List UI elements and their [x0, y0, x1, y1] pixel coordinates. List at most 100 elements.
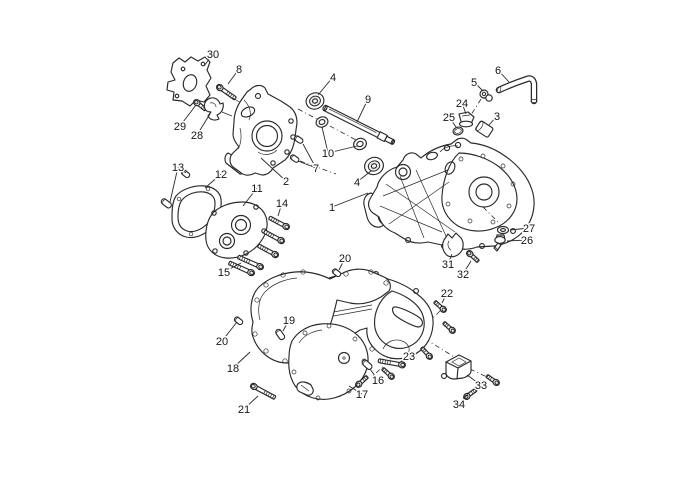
callout-leader-12 — [204, 173, 222, 189]
callout-label-10: 10 — [322, 148, 334, 160]
callout-label-5: 5 — [471, 77, 477, 89]
callout-leader-1 — [331, 192, 369, 208]
callout-leader-7 — [302, 143, 317, 169]
callout-leader-16 — [369, 368, 379, 381]
part-21-bolt — [248, 381, 278, 401]
callout-label-28: 28 — [191, 130, 203, 142]
callout-label-23: 23 — [403, 351, 415, 363]
part-25-o-ring — [452, 126, 464, 136]
part-24-cap — [458, 111, 475, 128]
callout-leader-31 — [447, 253, 453, 265]
part-1-crankcase — [363, 137, 535, 250]
part-31-bracket — [442, 232, 464, 258]
callout-leader-20 — [338, 257, 346, 271]
callout-leader-7 — [297, 160, 317, 169]
callout-leader-14 — [277, 202, 283, 217]
callout-label-25: 25 — [443, 112, 455, 124]
callout-label-8: 8 — [236, 64, 242, 76]
callout-leader-24 — [461, 102, 467, 115]
callout-leader-18 — [232, 351, 251, 369]
callout-leader-34 — [458, 393, 469, 405]
callout-label-9: 9 — [365, 94, 371, 106]
callout-leader-23 — [398, 355, 410, 364]
part-4-bearing-upper — [305, 92, 325, 110]
part-17-kick-cover — [288, 323, 369, 401]
callout-leader-5 — [473, 81, 484, 92]
callout-label-33: 33 — [475, 380, 487, 392]
callout-label-26: 26 — [521, 235, 533, 247]
callout-leader-4 — [317, 76, 334, 96]
part-32-bolt — [464, 248, 481, 265]
callout-label-27: 27 — [523, 223, 535, 235]
callout-label-21: 21 — [238, 404, 250, 416]
callout-label-3: 3 — [494, 111, 500, 123]
callout-label-17: 17 — [356, 389, 368, 401]
callout-leader-26 — [506, 239, 528, 242]
callout-label-30: 30 — [207, 49, 219, 61]
callout-leader-9 — [356, 98, 369, 123]
part-22-bolts — [432, 298, 458, 336]
part-9-shaft — [322, 104, 396, 145]
callout-leader-22 — [441, 292, 448, 304]
callout-leader-30 — [203, 53, 214, 67]
callout-leader-29 — [179, 104, 197, 127]
callout-leader-28 — [196, 113, 211, 136]
callout-leader-4 — [356, 170, 372, 183]
callout-leader-10 — [327, 145, 358, 154]
part-28-clamp — [203, 97, 233, 121]
callout-label-4: 4 — [354, 177, 360, 189]
callout-leader-13 — [177, 166, 187, 174]
callout-label-34: 34 — [453, 399, 465, 411]
callout-leader-6 — [497, 69, 510, 83]
callout-label-32: 32 — [457, 269, 469, 281]
callout-leader-19 — [282, 319, 290, 332]
callout-label-19: 19 — [283, 315, 295, 327]
callout-label-14: 14 — [276, 198, 288, 210]
part-5-joint — [463, 89, 493, 127]
callout-label-13: 13 — [172, 162, 184, 174]
callout-label-16: 16 — [372, 375, 384, 387]
callout-leader-20 — [221, 321, 238, 342]
callout-label-20: 20 — [339, 253, 351, 265]
callout-label-15: 15 — [218, 267, 230, 279]
part-11-pump-cover — [205, 201, 268, 259]
callout-label-12: 12 — [215, 169, 227, 181]
callout-label-24: 24 — [456, 98, 468, 110]
part-18-cover-gasket — [250, 268, 391, 364]
callout-label-2: 2 — [283, 176, 289, 188]
callout-leader-17 — [348, 385, 363, 395]
callout-label-6: 6 — [495, 65, 501, 77]
callout-label-18: 18 — [227, 363, 239, 375]
callout-leader-8 — [227, 68, 240, 85]
callout-label-4: 4 — [330, 72, 336, 84]
part-27-washer — [496, 225, 510, 235]
callout-label-20: 20 — [216, 336, 228, 348]
part-3-bushing — [475, 120, 494, 138]
callout-label-1: 1 — [329, 202, 335, 214]
part-33-guide-box — [440, 354, 472, 380]
part-2-crankcase-half — [224, 84, 298, 176]
callout-label-11: 11 — [251, 183, 262, 195]
callout-leader-3 — [488, 115, 498, 126]
callout-leader-15 — [223, 262, 242, 273]
callout-leader-32 — [462, 260, 472, 275]
callout-leader-10 — [321, 126, 329, 154]
callout-leader-25 — [448, 116, 457, 128]
part-4-bearing-lower — [364, 156, 384, 176]
callout-leader-11 — [242, 187, 258, 207]
callout-label-22: 22 — [441, 288, 453, 300]
part-10-oil-seals — [315, 116, 367, 151]
part-6-breather-hose — [495, 75, 538, 105]
callout-label-31: 31 — [442, 259, 454, 271]
callout-label-7: 7 — [313, 163, 319, 175]
callout-leader-21 — [243, 395, 259, 410]
part-30-gasket — [166, 56, 212, 107]
callout-leader-27 — [509, 227, 530, 231]
callout-leader-2 — [260, 157, 287, 182]
callout-label-29: 29 — [174, 121, 186, 133]
callout-leader-13 — [169, 166, 179, 203]
part-26-bolt — [493, 234, 506, 252]
